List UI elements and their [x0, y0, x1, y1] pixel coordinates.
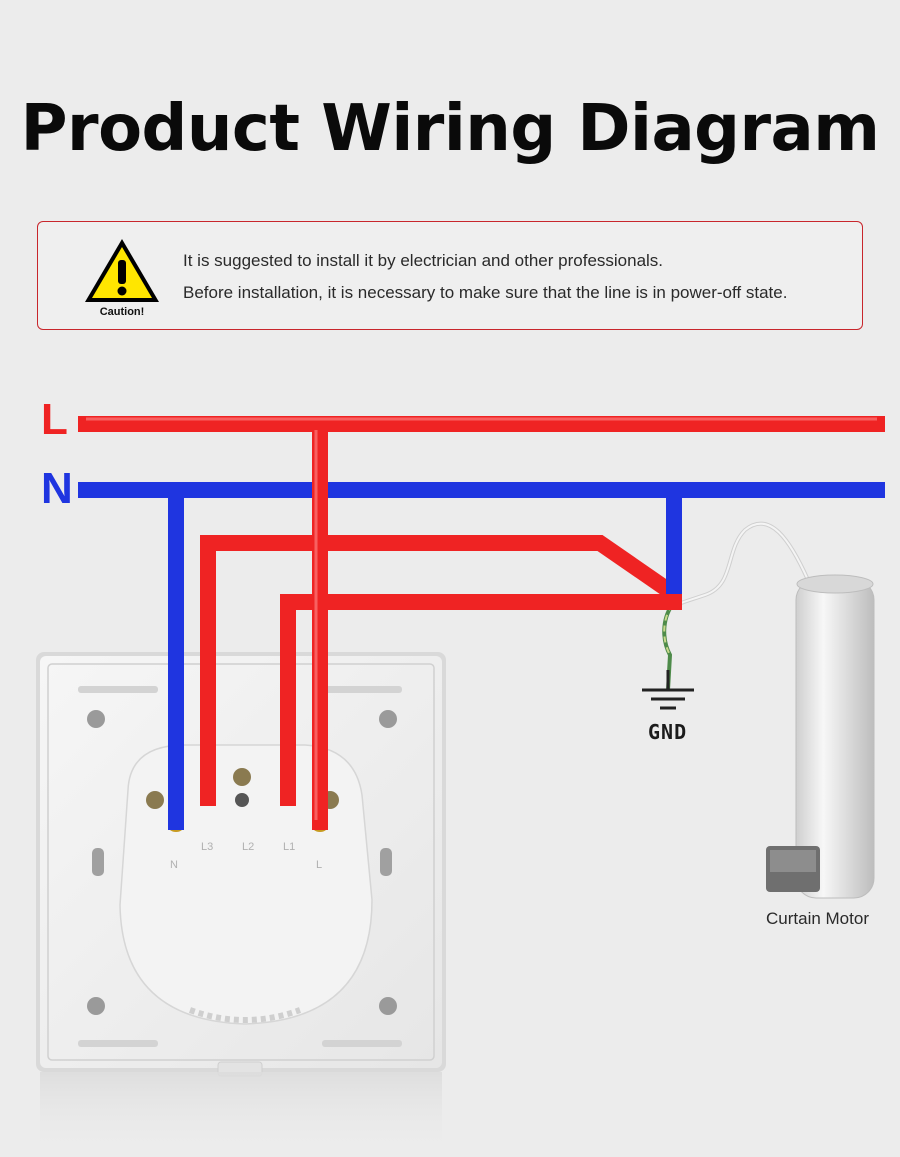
terminal-label-l3: L3: [201, 841, 213, 853]
plate-reflection: [40, 1072, 442, 1157]
wires: [78, 416, 885, 830]
curtain-motor-label: Curtain Motor: [766, 909, 869, 928]
caution-label: Caution!: [99, 306, 145, 318]
caution-box: Caution! It is suggested to install it b…: [37, 221, 863, 330]
warning-icon: [85, 239, 159, 302]
wire-highlights: [86, 417, 877, 820]
neutral-wire-label: N: [41, 464, 73, 513]
caution-text-line-1: It is suggested to install it by electri…: [183, 251, 664, 270]
ground-symbol-icon: [642, 670, 694, 710]
l3-wire: [200, 535, 680, 806]
curtain-motor: [675, 521, 875, 899]
terminal-label-n: N: [170, 859, 178, 871]
terminal-label-l: L: [316, 859, 322, 871]
terminal-label-l2: L2: [242, 841, 254, 853]
ground-label: GND: [648, 720, 688, 744]
ground-connection: [642, 603, 694, 710]
switch-back-plate: [36, 652, 446, 1077]
l1-wire: [280, 594, 682, 806]
page-title: Product Wiring Diagram: [20, 92, 880, 166]
terminal-label-l1: L1: [283, 841, 295, 853]
caution-text-line-2: Before installation, it is necessary to …: [183, 283, 788, 302]
terminal-labels: N L3 L2 L1 L: [170, 841, 322, 871]
live-wire-label: L: [41, 395, 68, 444]
